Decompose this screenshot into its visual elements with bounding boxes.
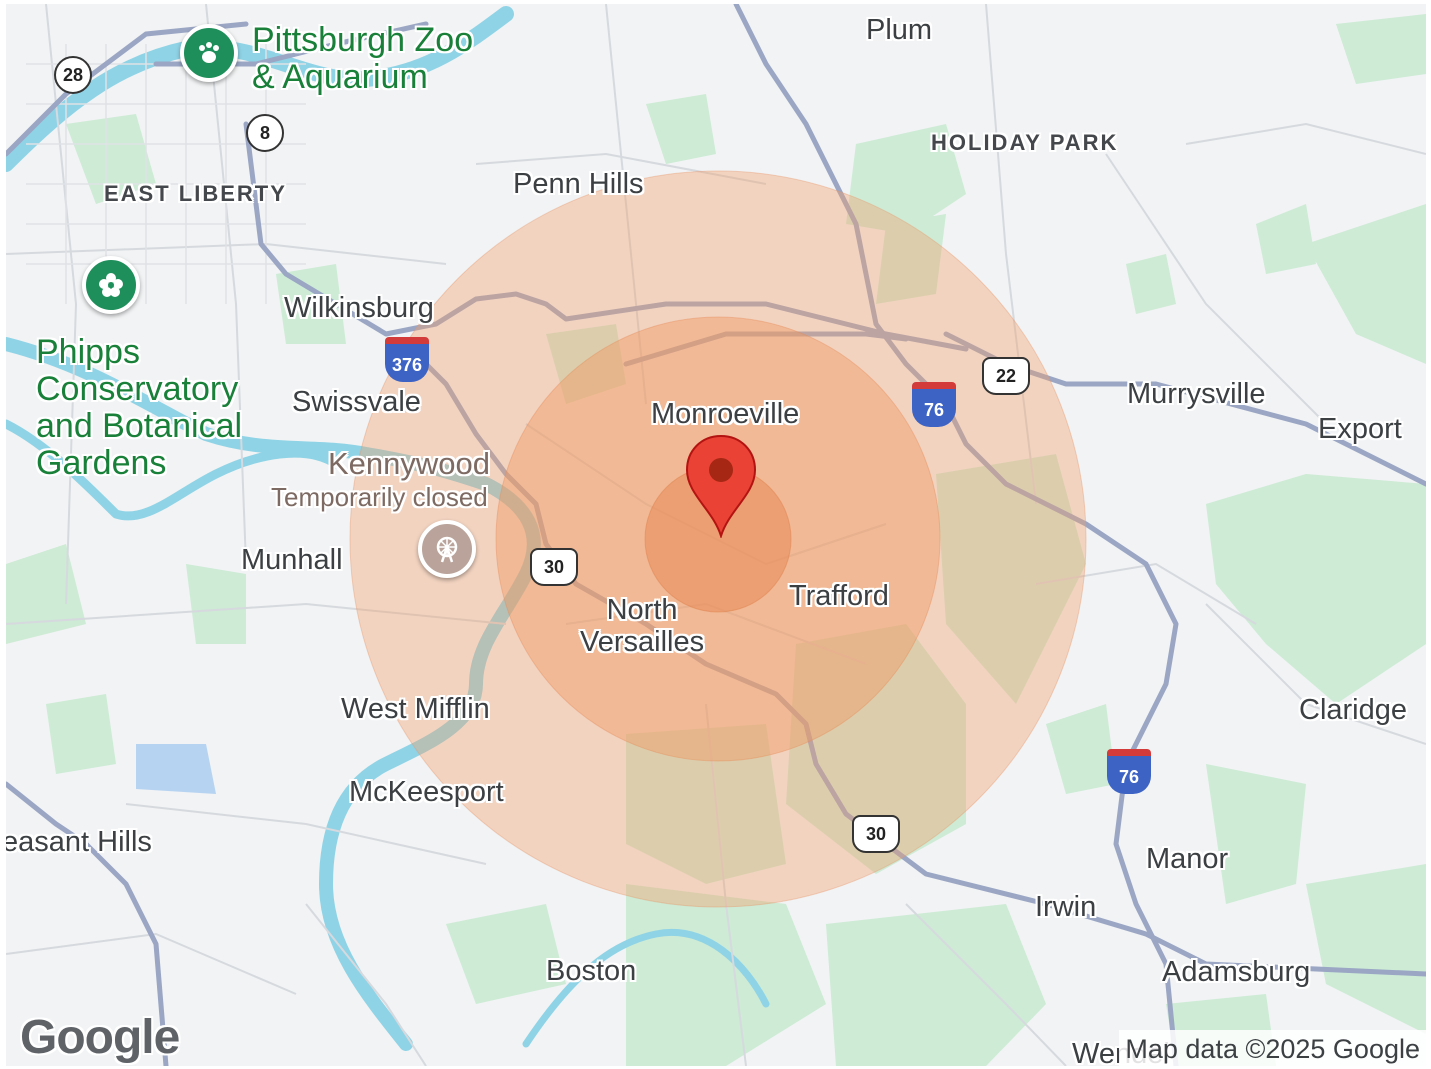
label-murrysville: Murrysville (1127, 378, 1266, 410)
label-east-liberty: EAST LIBERTY (104, 181, 287, 206)
interstate-376-shield: 376 (385, 337, 429, 382)
label-mckeesport: McKeesport (349, 776, 504, 808)
label-trafford: Trafford (789, 580, 889, 612)
label-swissvale: Swissvale (292, 386, 421, 418)
kennywood-status: Temporarily closed (271, 482, 488, 512)
label-penn-hills: Penn Hills (513, 168, 644, 200)
location-pin-icon[interactable] (683, 434, 759, 538)
label-export: Export (1318, 413, 1402, 445)
map-attribution[interactable]: Map data ©2025 Google (1119, 1030, 1426, 1066)
lake (136, 744, 216, 794)
label-monroeville: Monroeville (651, 398, 800, 430)
zoo-label[interactable]: Pittsburgh Zoo & Aquarium (252, 21, 474, 96)
ferris-wheel-glyph (436, 536, 458, 563)
highways (6, 4, 1426, 1066)
label-holiday-park: HOLIDAY PARK (931, 130, 1119, 155)
amusement-park-icon[interactable] (418, 520, 476, 578)
label-irwin: Irwin (1035, 891, 1097, 923)
flower-icon[interactable] (82, 256, 140, 314)
paw-glyph (199, 42, 219, 63)
label-wilkinsburg: Wilkinsburg (284, 292, 434, 324)
urban-grid (26, 44, 306, 304)
us-30-shield-south: 30 (852, 815, 900, 853)
us-30-shield-west: 30 (530, 548, 578, 586)
flower-glyph (99, 273, 123, 297)
label-west-mifflin: West Mifflin (341, 693, 490, 725)
label-plum: Plum (866, 14, 933, 46)
phipps-label[interactable]: Phipps Conservatory and Botanical Garden… (36, 333, 243, 482)
google-logo: Google (20, 1011, 180, 1064)
kennywood-label[interactable]: Kennywood (328, 446, 491, 481)
label-munhall: Munhall (241, 544, 343, 576)
map-base-layer (6, 4, 1426, 1066)
interstate-76-shield-north: 76 (912, 382, 956, 427)
us-22-shield: 22 (982, 357, 1030, 395)
route-28-shield: 28 (54, 56, 92, 94)
interstate-76-shield-south: 76 (1107, 749, 1151, 794)
label-manor: Manor (1146, 843, 1229, 875)
label-pleasant-hills: easant Hills (6, 826, 152, 858)
label-claridge: Claridge (1299, 694, 1407, 726)
label-north-versailles: North Versailles (580, 594, 705, 658)
route-8-shield: 8 (246, 114, 284, 152)
label-boston: Boston (546, 955, 637, 987)
label-adamsburg: Adamsburg (1162, 956, 1311, 988)
map-canvas[interactable]: Pittsburgh Zoo & Aquarium Phipps Conserv… (6, 4, 1426, 1066)
paw-icon[interactable] (180, 24, 238, 82)
radius-circles (349, 170, 1087, 908)
